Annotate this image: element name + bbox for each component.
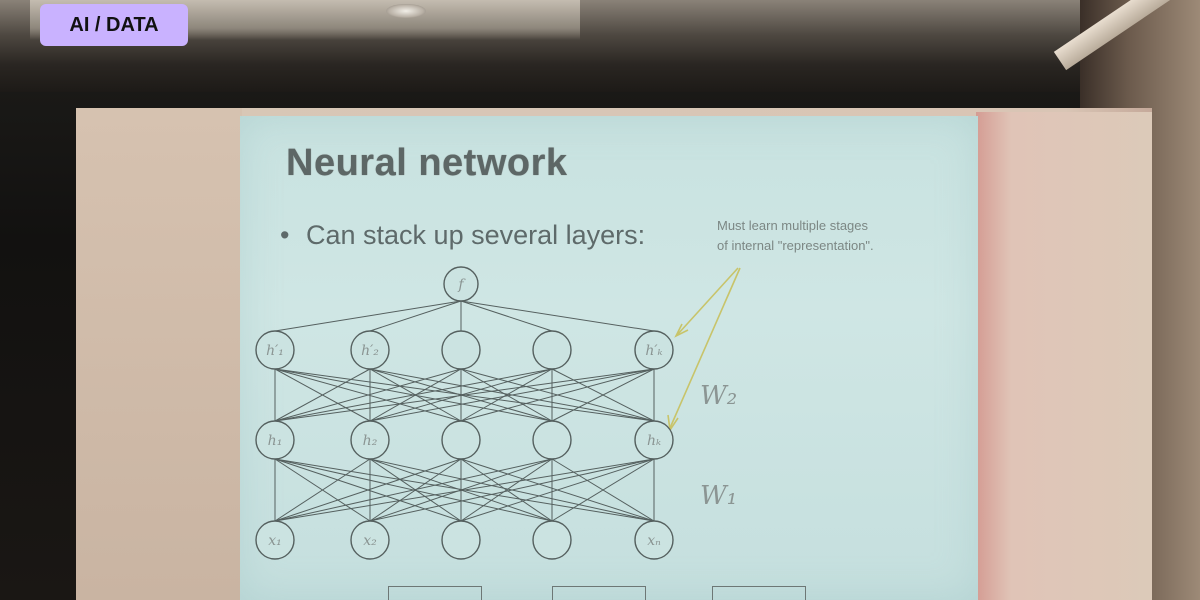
network-edges <box>274 300 655 522</box>
output-node-f-circle <box>443 266 479 302</box>
input-node-2-label: x₂ <box>363 533 377 549</box>
hidden1-node-1-circle <box>255 420 295 460</box>
bullet-text: Can stack up several layers: <box>306 220 646 250</box>
bullet-point-icon: • <box>280 220 290 250</box>
output-node-f: f <box>443 266 479 302</box>
edge-output-top-4 <box>460 300 655 332</box>
edge-w2-3-0 <box>274 368 553 422</box>
hidden1-node-3-circle <box>441 420 481 460</box>
annotation-arrow-top <box>677 267 739 335</box>
input-node-4 <box>532 520 572 560</box>
category-badge: AI / DATA <box>40 4 188 46</box>
edge-w1-3-1 <box>369 458 553 522</box>
hidden1-node-3 <box>441 420 481 460</box>
hidden2-node-1: h′₁ <box>255 330 295 370</box>
hidden1-node-5-circle <box>634 420 674 460</box>
annotation-arrowhead-top <box>674 323 689 338</box>
output-node-f-label: f <box>457 277 466 293</box>
bottom-slide-box-2 <box>552 586 646 600</box>
input-node-5: xₙ <box>634 520 674 560</box>
slide-title: Neural network <box>286 142 568 184</box>
hidden2-node-1-label: h′₁ <box>266 343 284 359</box>
annotation-line-1: Must learn multiple stages <box>717 218 869 233</box>
input-node-3 <box>441 520 481 560</box>
edge-w1-4-3 <box>551 458 655 522</box>
hidden2-node-2: h′₂ <box>350 330 390 370</box>
hidden1-node-5-label: hₖ <box>647 433 661 449</box>
hidden1-node-2: h₂ <box>350 420 390 460</box>
edge-w1-3-2 <box>460 458 553 522</box>
edge-w2-4-2 <box>460 368 655 422</box>
hidden1-node-1: h₁ <box>255 420 295 460</box>
weight-labels: W₂ W₁ <box>700 381 737 511</box>
slide-bullet: • Can stack up several layers: <box>280 220 645 251</box>
hidden2-node-1-circle <box>255 330 295 370</box>
edge-w2-3-2 <box>460 368 553 422</box>
edge-w1-4-0 <box>274 458 655 522</box>
hidden1-node-4-circle <box>532 420 572 460</box>
hidden2-node-3-circle <box>441 330 481 370</box>
input-node-2: x₂ <box>350 520 390 560</box>
edge-output-top-3 <box>460 300 553 332</box>
hidden2-node-5-label: h′ₖ <box>645 343 662 359</box>
edge-w2-4-0 <box>274 368 655 422</box>
ceiling-light <box>386 4 426 18</box>
network-nodes: f h′₁ h′₂ h′ₖ h₁ h₂ hₖ x₁ x₂ xₙ <box>255 266 674 560</box>
projection-screen-left-margin <box>76 108 242 600</box>
hidden1-node-5: hₖ <box>634 420 674 460</box>
hidden2-node-4-circle <box>532 330 572 370</box>
input-node-2-circle <box>350 520 390 560</box>
hidden2-node-4 <box>532 330 572 370</box>
weight-label-w1: W₁ <box>700 481 737 511</box>
annotation-line-2: of internal "representation". <box>717 238 874 253</box>
edge-w2-2-0 <box>274 368 462 422</box>
hidden1-node-2-circle <box>350 420 390 460</box>
hidden2-node-2-label: h′₂ <box>361 343 379 359</box>
edge-w1-3-0 <box>274 458 553 522</box>
slide-annotation: Must learn multiple stages of internal "… <box>717 216 874 256</box>
hidden1-node-1-label: h₁ <box>268 433 283 449</box>
input-node-1-label: x₁ <box>268 533 282 549</box>
hidden2-node-5-circle <box>634 330 674 370</box>
bottom-slide-box-3 <box>712 586 806 600</box>
annotation-arrow-bottom <box>669 267 741 429</box>
edge-w1-2-0 <box>274 458 462 522</box>
hidden1-node-2-label: h₂ <box>363 433 378 449</box>
edge-w2-1-0 <box>274 368 371 422</box>
hidden2-node-5: h′ₖ <box>634 330 674 370</box>
network-diagram: f h′₁ h′₂ h′ₖ h₁ h₂ hₖ x₁ x₂ xₙ W₂ W₁ <box>255 266 741 560</box>
edge-w1-4-1 <box>369 458 655 522</box>
input-node-3-circle <box>441 520 481 560</box>
input-node-1: x₁ <box>255 520 295 560</box>
edge-output-top-0 <box>274 300 462 332</box>
hidden2-node-3 <box>441 330 481 370</box>
weight-label-w2: W₂ <box>700 381 737 411</box>
input-node-1-circle <box>255 520 295 560</box>
hidden2-node-2-circle <box>350 330 390 370</box>
projection-screen-right-margin <box>976 112 1152 600</box>
hidden1-node-4 <box>532 420 572 460</box>
edge-w2-4-3 <box>551 368 655 422</box>
edge-w2-4-1 <box>369 368 655 422</box>
edge-w1-1-0 <box>274 458 371 522</box>
edge-output-top-1 <box>369 300 462 332</box>
input-node-5-label: xₙ <box>647 533 661 549</box>
edge-w1-4-2 <box>460 458 655 522</box>
input-node-4-circle <box>532 520 572 560</box>
input-node-5-circle <box>634 520 674 560</box>
bottom-slide-box-1 <box>388 586 482 600</box>
